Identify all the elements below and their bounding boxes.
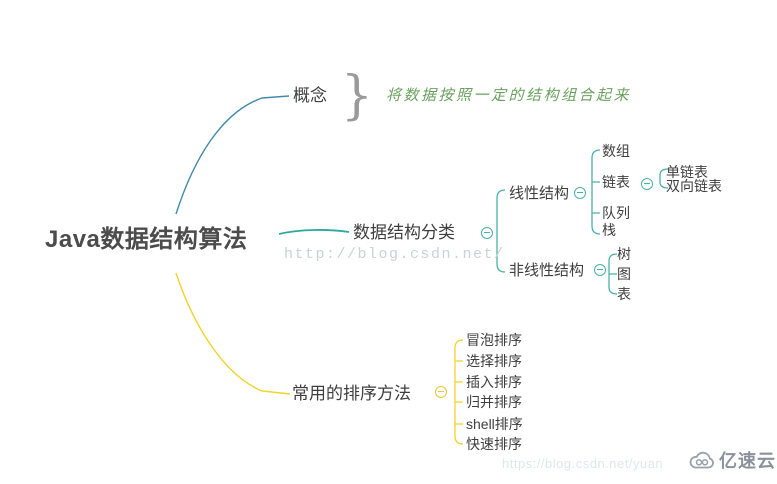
bracket-sorting <box>454 339 464 445</box>
curly-brace-icon: } <box>341 64 373 126</box>
watermark-bottom-right: https://blog.csdn.net/yuan <box>502 456 664 471</box>
node-shell-sort: shell排序 <box>466 416 523 432</box>
node-single-linked-list: 单链表 <box>666 164 708 180</box>
node-nonlinear-structure: 非线性结构 <box>509 262 585 279</box>
bracket-linked-list <box>659 168 669 189</box>
node-graph: 图 <box>617 266 631 282</box>
bracket-classification <box>496 189 506 273</box>
branch-line-concept <box>175 95 290 215</box>
node-stack: 栈 <box>602 222 616 238</box>
collapse-icon-nonlinear[interactable] <box>594 264 606 276</box>
branch-line-sorting <box>175 272 291 395</box>
bracket-linear <box>591 149 601 235</box>
node-concept: 概念 <box>293 86 327 105</box>
node-doubly-linked-list: 双向链表 <box>666 178 722 194</box>
node-queue: 队列 <box>602 205 630 221</box>
node-quick-sort: 快速排序 <box>466 436 522 452</box>
node-bubble-sort: 冒泡排序 <box>466 332 522 348</box>
node-table: 表 <box>617 286 631 302</box>
collapse-icon-classification[interactable] <box>481 227 493 239</box>
bracket-nonlinear <box>608 253 618 295</box>
collapse-icon-linear[interactable] <box>574 187 586 199</box>
concept-note: 将数据按照一定的结构组合起来 <box>386 87 632 104</box>
node-linked-list: 链表 <box>602 174 630 190</box>
node-selection-sort: 选择排序 <box>466 353 522 369</box>
node-insertion-sort: 插入排序 <box>466 374 522 390</box>
node-linear-structure: 线性结构 <box>509 185 570 202</box>
node-classification: 数据结构分类 <box>353 223 455 242</box>
cloud-icon <box>688 450 716 472</box>
node-tree: 树 <box>617 246 631 262</box>
node-merge-sort: 归并排序 <box>466 394 522 410</box>
branch-line-classification <box>278 229 350 235</box>
node-sorting-methods: 常用的排序方法 <box>292 384 411 403</box>
node-array: 数组 <box>602 143 630 159</box>
watermark-center: http://blog.csdn.net/ <box>284 246 505 263</box>
collapse-icon-linked-list[interactable] <box>641 178 653 190</box>
root-node: Java数据结构算法 <box>45 226 248 253</box>
collapse-icon-sorting[interactable] <box>435 386 447 398</box>
logo-text: 亿速云 <box>719 451 776 471</box>
yisu-cloud-logo: 亿速云 <box>688 450 776 472</box>
